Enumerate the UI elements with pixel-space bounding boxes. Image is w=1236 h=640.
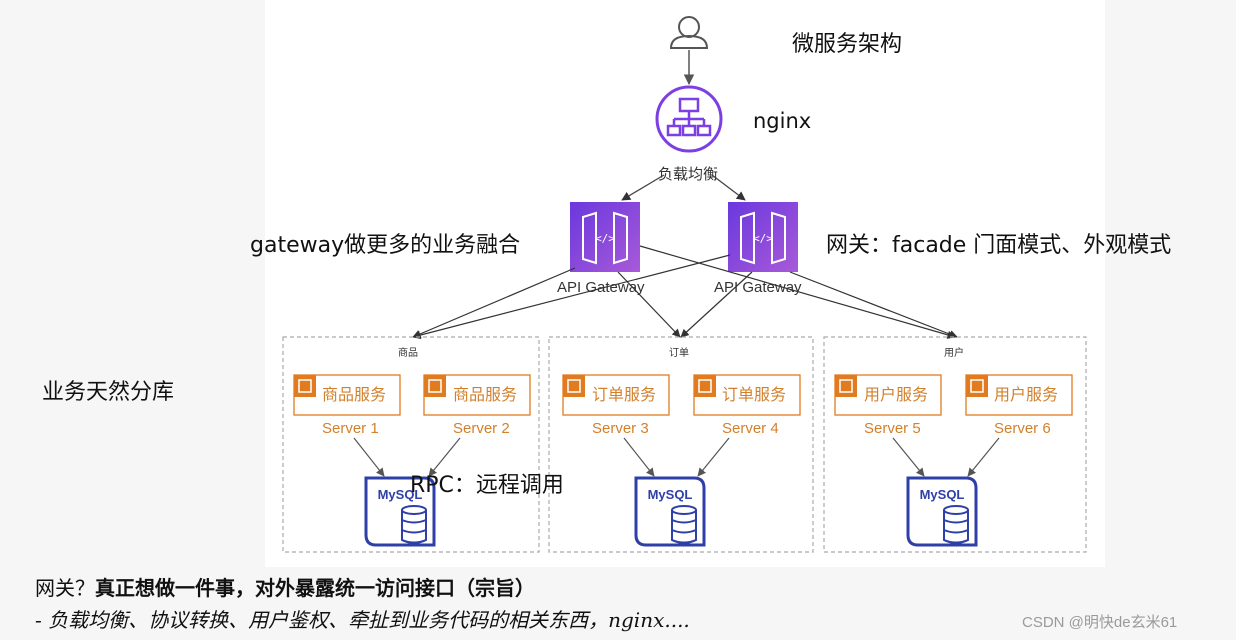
group-label: 订单 bbox=[669, 348, 689, 359]
service-box bbox=[423, 374, 531, 416]
service-label: 商品服务 bbox=[453, 387, 518, 404]
server-label: Server 3 bbox=[592, 420, 649, 437]
service-box bbox=[562, 374, 670, 416]
user-icon bbox=[669, 16, 709, 49]
server-label: Server 4 bbox=[722, 420, 779, 437]
chip-icon bbox=[294, 375, 316, 397]
group-box-goods bbox=[282, 336, 540, 553]
server-label: Server 1 bbox=[322, 420, 379, 437]
api-gateway-icon: </> bbox=[728, 202, 798, 272]
watermark: CSDN @明快de玄米61 bbox=[1022, 614, 1178, 631]
mysql-label: MySQL bbox=[920, 487, 965, 502]
mysql-icon: MySQL bbox=[364, 476, 436, 547]
mysql-icon: MySQL bbox=[906, 476, 978, 547]
load-balancer-icon bbox=[655, 85, 723, 153]
mysql-label: MySQL bbox=[378, 487, 423, 502]
bottom-line-2: - 负载均衡、协议转换、用户鉴权、牵扯到业务代码的相关东西，nginx.... bbox=[35, 608, 690, 632]
nginx-label: nginx bbox=[753, 109, 812, 133]
split-note: 业务天然分库 bbox=[42, 380, 175, 405]
server-label: Server 5 bbox=[864, 420, 921, 437]
service-box bbox=[834, 374, 942, 416]
mysql-icon: MySQL bbox=[634, 476, 706, 547]
chip-icon bbox=[966, 375, 988, 397]
chip-icon bbox=[563, 375, 585, 397]
chip-icon bbox=[424, 375, 446, 397]
chip-icon bbox=[694, 375, 716, 397]
group-box-orders bbox=[548, 336, 814, 553]
load-balancer-label: 负载均衡 bbox=[658, 166, 719, 183]
facade-note: 网关：facade 门面模式、外观模式 bbox=[826, 233, 1172, 258]
service-label: 用户服务 bbox=[994, 387, 1059, 404]
bottom-prefix: 网关？ bbox=[35, 576, 95, 600]
svg-text:</>: </> bbox=[753, 232, 773, 245]
gateway-label: API Gateway bbox=[714, 279, 802, 296]
service-label: 订单服务 bbox=[722, 387, 787, 404]
gateway-arrows bbox=[412, 245, 958, 340]
server-db-arrows bbox=[353, 437, 1000, 477]
chip-icon bbox=[835, 375, 857, 397]
group-label: 用户 bbox=[944, 348, 964, 359]
bottom-line-1: 网关？真正想做一件事，对外暴露统一访问接口（宗旨） bbox=[35, 572, 535, 601]
mysql-label: MySQL bbox=[648, 487, 693, 502]
bottom-emphasis: 真正想做一件事，对外暴露统一访问接口（宗旨） bbox=[95, 576, 535, 600]
group-label: 商品 bbox=[398, 348, 418, 359]
diagram-panel bbox=[265, 0, 1105, 567]
mysql-databases: MySQL MySQL MySQL bbox=[364, 476, 978, 547]
service-box bbox=[693, 374, 801, 416]
server-label: Server 6 bbox=[994, 420, 1051, 437]
server-label: Server 2 bbox=[453, 420, 510, 437]
service-label: 订单服务 bbox=[592, 387, 657, 404]
service-box bbox=[965, 374, 1073, 416]
gateway-label: API Gateway bbox=[557, 279, 645, 296]
gateway-note: gateway做更多的业务融合 bbox=[250, 233, 521, 258]
diagram-title: 微服务架构 bbox=[792, 32, 903, 57]
service-box bbox=[293, 374, 401, 416]
service-label: 用户服务 bbox=[864, 387, 929, 404]
api-gateway-icon: </> bbox=[570, 202, 640, 272]
lb-to-gateway1-arrow bbox=[621, 174, 665, 201]
service-label: 商品服务 bbox=[322, 387, 387, 404]
service-boxes bbox=[293, 374, 1073, 416]
svg-text:</>: </> bbox=[595, 232, 615, 245]
lb-to-gateway2-arrow bbox=[711, 174, 746, 201]
rpc-note: RPC：远程调用 bbox=[410, 473, 564, 498]
